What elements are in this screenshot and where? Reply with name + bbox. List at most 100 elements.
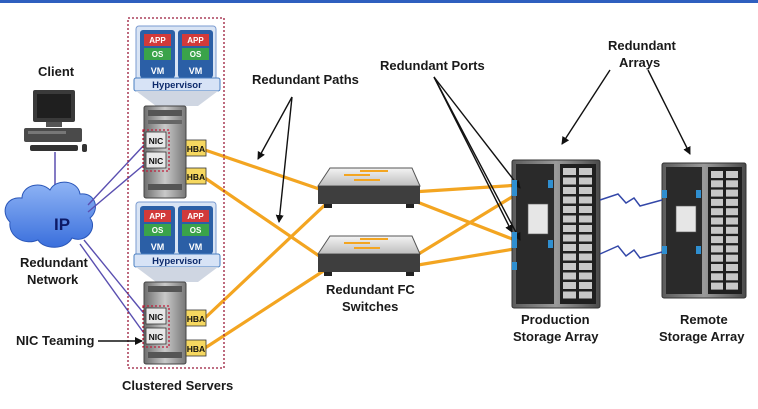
redundant-fc-label-1: Redundant FC (326, 282, 415, 297)
production-port (512, 262, 517, 270)
nic-2b (145, 327, 167, 345)
top-bar (0, 0, 758, 3)
hba-1b-label: HBA (187, 172, 205, 182)
ip-network-cloud-icon (4, 181, 96, 248)
remote-disk-slot (711, 180, 723, 188)
production-disk-slot (579, 206, 592, 213)
remote-disk-slot (726, 264, 738, 271)
production-disk-slot (579, 168, 592, 175)
s2-os-a: OS (152, 226, 164, 235)
s2-app-b: APP (187, 212, 204, 221)
production-port (548, 180, 553, 188)
production-port (512, 240, 517, 248)
redundant-arrays-label-1: Redundant (608, 38, 676, 53)
remote-disk-slot (711, 273, 723, 281)
client-computer-icon (24, 90, 87, 152)
production-disk-slot (579, 196, 592, 204)
s2-vm-b: VM (189, 242, 203, 252)
production-disk-slot (579, 272, 592, 280)
s2-os-b: OS (190, 226, 202, 235)
remote-disk-slot (726, 189, 738, 197)
replication-links (599, 193, 663, 259)
production-disk-slot (563, 206, 576, 213)
remote-disk-slot (711, 208, 723, 216)
fc-switch-1-icon (317, 167, 421, 208)
remote-disk-slot (726, 245, 738, 253)
network-links (79, 142, 147, 337)
production-disk-slot (579, 253, 592, 261)
hypervisor-label-2: Hypervisor (152, 256, 202, 267)
production-disk-slot (563, 177, 576, 185)
remote-disk-slot (711, 282, 723, 290)
nic-1b (145, 151, 167, 169)
remote-port (662, 190, 667, 198)
nic-1a-label: NIC (149, 136, 164, 146)
remote-disk-slot (711, 236, 723, 244)
clustered-servers-label: Clustered Servers (122, 378, 234, 393)
production-port (512, 188, 517, 196)
production-disk-slot (579, 215, 592, 223)
production-port (548, 240, 553, 248)
remote-disk-slot (726, 171, 738, 178)
production-port (512, 180, 517, 188)
remote-disk-slot (726, 254, 738, 262)
s2-vm-a: VM (151, 242, 165, 252)
remote-disk-slot (726, 198, 738, 206)
remote-array-label-1: Remote (680, 312, 728, 327)
nic-2a-label: NIC (149, 312, 164, 322)
server-2-vm-stack (135, 201, 217, 261)
cluster-boundary (127, 17, 225, 369)
remote-disk-slot (726, 208, 738, 216)
remote-disk-slot (726, 282, 738, 290)
nic-1b-label: NIC (149, 156, 164, 166)
remote-disk-slot (711, 171, 723, 178)
hba-1a-label: HBA (187, 144, 205, 154)
remote-disk-slot (726, 217, 738, 225)
hba-1a (185, 139, 207, 157)
production-disk-slot (579, 291, 592, 299)
hba-1b (185, 167, 207, 185)
production-disk-slot (563, 234, 576, 242)
remote-port (662, 246, 667, 254)
hba-2a-label: HBA (187, 314, 205, 324)
production-disk-slot (563, 196, 576, 204)
remote-port (696, 246, 701, 254)
hba-2b-label: HBA (187, 344, 205, 354)
production-disk-slot (579, 177, 592, 185)
production-disk-slot (579, 244, 592, 251)
production-disk-slot (563, 291, 576, 299)
fc-paths (203, 148, 522, 350)
nic-team-box-1 (142, 129, 170, 172)
hypervisor-taper-2 (136, 267, 218, 282)
redundant-fc-label-2: Switches (342, 299, 399, 314)
redundant-network-label-1: Redundant (20, 255, 88, 270)
redundant-arrays-label-2: Arrays (619, 55, 661, 70)
remote-disk-slot (711, 254, 723, 262)
production-disk-slot (579, 282, 592, 289)
production-disk-slot (579, 225, 592, 232)
production-disk-slot (563, 244, 576, 251)
nic-team-box-2 (142, 305, 170, 348)
redundant-paths-label: Redundant Paths (252, 72, 359, 87)
nic-2b-label: NIC (149, 332, 164, 342)
ip-label: IP (54, 215, 70, 234)
remote-disk-slot (711, 198, 723, 206)
hypervisor-taper-1 (136, 91, 218, 106)
remote-disk-slot (711, 264, 723, 271)
production-disk-slot (563, 215, 576, 223)
production-disk-slot (563, 187, 576, 194)
nic-1a (145, 131, 167, 149)
production-port (512, 232, 517, 240)
production-array-label-2: Storage Array (513, 329, 599, 344)
production-disk-slot (579, 234, 592, 242)
remote-array-label-2: Storage Array (659, 329, 745, 344)
production-disk-slot (563, 272, 576, 280)
nic-teaming-label: NIC Teaming (16, 333, 95, 348)
redundant-ports-label: Redundant Ports (380, 58, 485, 73)
remote-disk-slot (711, 226, 723, 234)
s1-app-b: APP (187, 36, 204, 45)
production-disk-slot (563, 168, 576, 175)
remote-disk-slot (726, 180, 738, 188)
redundant-network-label-2: Network (27, 272, 79, 287)
